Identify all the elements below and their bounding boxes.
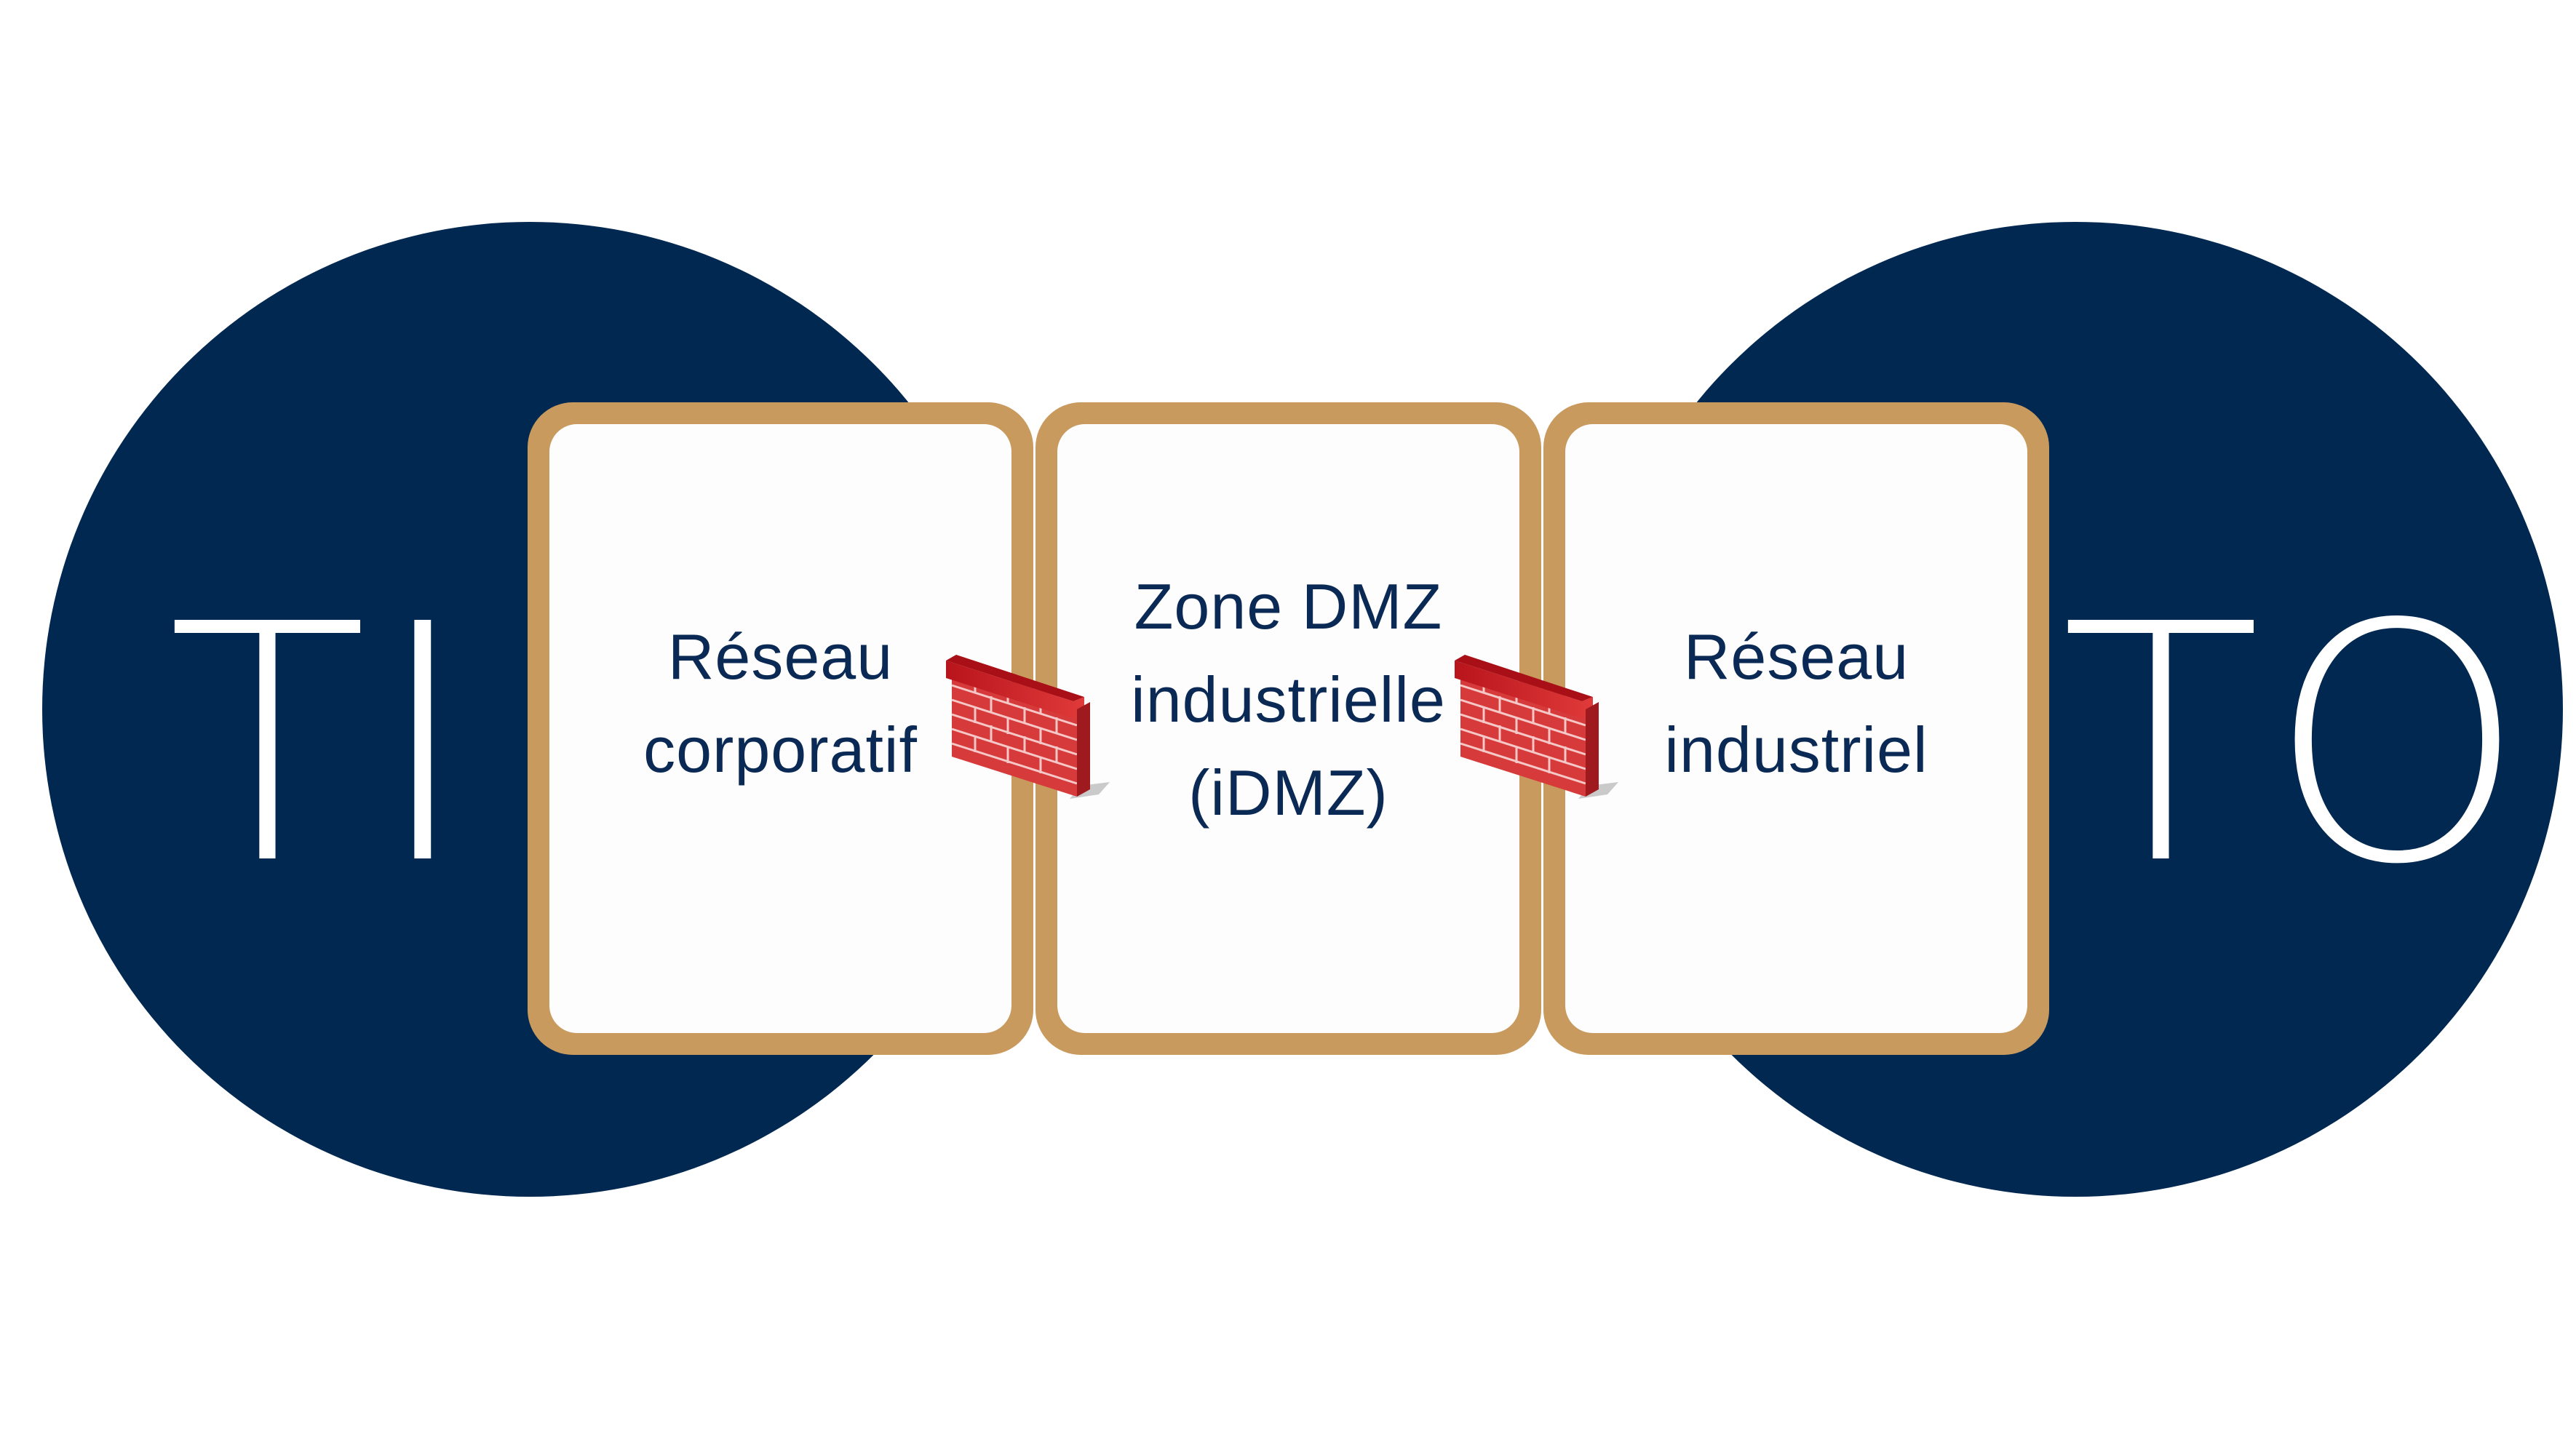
zone-panel-corporate: Réseau corporatif xyxy=(528,402,1033,1055)
firewall-icon xyxy=(1455,655,1618,799)
zone-label-line: Zone DMZ xyxy=(1134,570,1443,642)
zone-label-line: industriel xyxy=(1664,713,1928,786)
zone-label-line: (iDMZ) xyxy=(1188,756,1388,829)
zone-label-line: Réseau xyxy=(1683,620,1909,693)
zone-panel-industrial: Réseau industriel xyxy=(1543,402,2049,1055)
zone-label-line: Réseau xyxy=(667,620,894,693)
zone-label-industrial: Réseau industriel xyxy=(1664,610,1928,797)
zone-label-line: industrielle xyxy=(1131,663,1446,736)
zone-panel-idmz: Zone DMZ industrielle (iDMZ) xyxy=(1035,402,1541,1055)
zone-label-corporate: Réseau corporatif xyxy=(643,610,918,797)
firewall-icon xyxy=(946,655,1110,799)
ot-domain-label: TO xyxy=(2061,555,2534,936)
zone-label-idmz: Zone DMZ industrielle (iDMZ) xyxy=(1131,560,1446,840)
it-domain-label: TI xyxy=(167,555,479,936)
zone-label-line: corporatif xyxy=(643,713,918,786)
